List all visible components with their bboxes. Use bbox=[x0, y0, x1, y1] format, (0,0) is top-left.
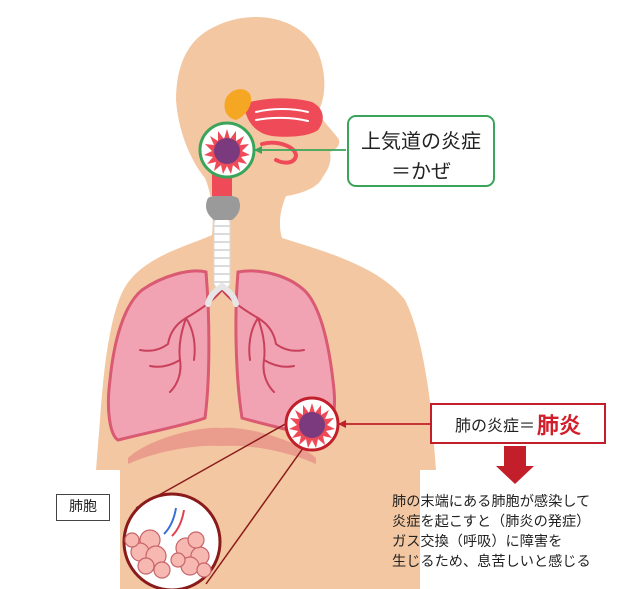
description-line: ガス交換（呼吸）に障害を bbox=[392, 534, 563, 550]
down-arrow-icon bbox=[496, 446, 534, 484]
nasal-turbinates bbox=[255, 108, 309, 122]
lung-focus bbox=[284, 396, 340, 452]
larynx bbox=[206, 195, 240, 220]
alveoli-zoom bbox=[122, 492, 222, 589]
trachea bbox=[205, 217, 239, 307]
upper-airway-title: 上気道の炎症 bbox=[361, 129, 481, 153]
cold-connector-arrowhead bbox=[254, 146, 262, 154]
lung-callout: 肺の炎症＝肺炎 bbox=[430, 403, 606, 444]
upper-airway-focus bbox=[198, 121, 256, 179]
alveoli-cluster bbox=[124, 529, 212, 579]
lung-callout-prefix: 肺の炎症＝ bbox=[454, 415, 535, 435]
sinus bbox=[224, 89, 252, 120]
germ-icon bbox=[289, 403, 335, 448]
tongue bbox=[260, 140, 299, 165]
germ-icon bbox=[204, 129, 250, 174]
upper-airway-subtitle: ＝かぜ bbox=[391, 159, 451, 183]
left-lung bbox=[106, 269, 211, 442]
zoom-line-bottom bbox=[205, 443, 307, 585]
description: 肺の末端にある肺胞が感染して 炎症を起こすと（肺炎の発症） ガス交換（呼吸）に障… bbox=[392, 492, 636, 572]
alveoli-label: 肺胞 bbox=[56, 494, 110, 521]
diaphragm bbox=[128, 427, 316, 464]
description-line: 生じるため、息苦しいと感じる bbox=[392, 554, 591, 570]
zoom-line-top bbox=[135, 417, 297, 509]
upper-airway-callout: 上気道の炎症 ＝かぜ bbox=[347, 115, 495, 187]
description-line: 肺の末端にある肺胞が感染して bbox=[392, 494, 591, 510]
bronchi bbox=[139, 289, 305, 393]
pneumonia-connector-arrowhead bbox=[338, 420, 346, 428]
lung-callout-emphasis: 肺炎 bbox=[537, 413, 582, 439]
description-line: 炎症を起こすと（肺炎の発症） bbox=[392, 514, 591, 530]
